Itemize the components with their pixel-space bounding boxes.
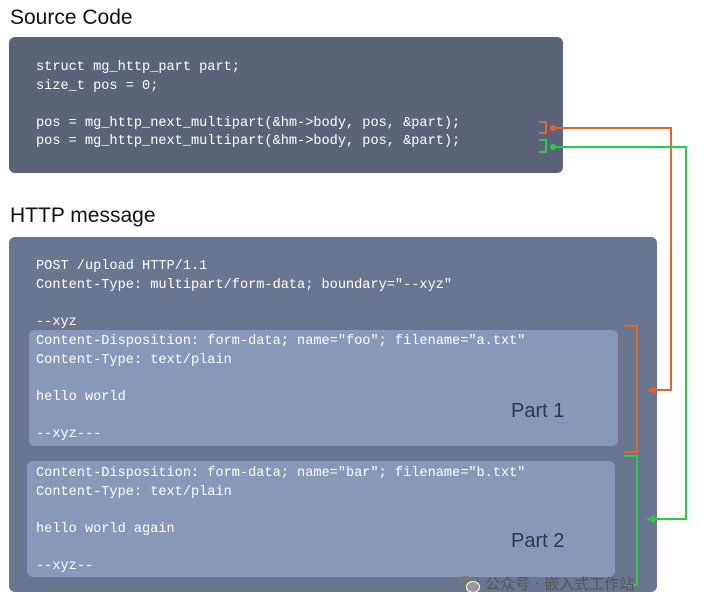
source-line: size_t pos = 0;: [36, 78, 159, 94]
watermark: 公众号 · 嵌入式工作站: [459, 573, 634, 594]
part-line: hello world again: [36, 521, 175, 537]
part-line: hello world: [36, 389, 126, 405]
part-1-link-dot: [550, 125, 556, 131]
http-header-block: POST /upload HTTP/1.1 Content-Type: mult…: [36, 258, 452, 332]
part-1-arrowhead: [646, 386, 655, 394]
part-2-box: Content-Disposition: form-data; name="ba…: [27, 461, 615, 577]
source-code-heading: Source Code: [10, 6, 133, 29]
watermark-text: 公众号 · 嵌入式工作站: [485, 575, 635, 593]
part-1-content: Content-Disposition: form-data; name="fo…: [36, 333, 525, 445]
part-line: Content-Disposition: form-data; name="fo…: [36, 334, 526, 349]
part-2-message-bracket: [624, 455, 638, 586]
part-2-link-dot: [550, 144, 556, 150]
http-message-heading: HTTP message: [10, 204, 156, 227]
part-1-code-bracket: [539, 121, 547, 134]
part-2-content: Content-Disposition: form-data; name="ba…: [36, 465, 525, 577]
http-boundary-line: --xyz: [36, 314, 77, 330]
part-2-arrowhead: [646, 515, 655, 523]
part-line: --xyz--: [36, 558, 94, 574]
part-line: Content-Type: text/plain: [36, 484, 232, 500]
part-line: Content-Type: text/plain: [36, 352, 232, 368]
part-1-label: Part 1: [511, 400, 565, 422]
wechat-icon: [459, 575, 480, 593]
part-2-connector: [539, 139, 687, 586]
part-1-message-bracket: [624, 325, 638, 453]
part-2-code-bracket: [539, 139, 547, 153]
http-header-line: Content-Type: multipart/form-data; bound…: [36, 277, 453, 293]
part-line: Content-Disposition: form-data; name="ba…: [36, 466, 526, 481]
source-line: struct mg_http_part part;: [36, 60, 240, 75]
source-code-block: struct mg_http_part part; size_t pos = 0…: [36, 59, 460, 152]
part-1-connector: [539, 121, 672, 453]
part-2-link-line: [555, 146, 687, 520]
source-line-call-1: pos = mg_http_next_multipart(&hm->body, …: [36, 115, 461, 131]
part-1-link-line: [555, 127, 672, 391]
source-line-call-2: pos = mg_http_next_multipart(&hm->body, …: [36, 134, 461, 150]
source-code-panel: struct mg_http_part part; size_t pos = 0…: [9, 37, 563, 173]
part-2-label: Part 2: [511, 530, 565, 552]
http-header-line: POST /upload HTTP/1.1: [36, 259, 208, 274]
part-1-box: Content-Disposition: form-data; name="fo…: [29, 330, 618, 446]
part-line: --xyz---: [36, 426, 102, 442]
